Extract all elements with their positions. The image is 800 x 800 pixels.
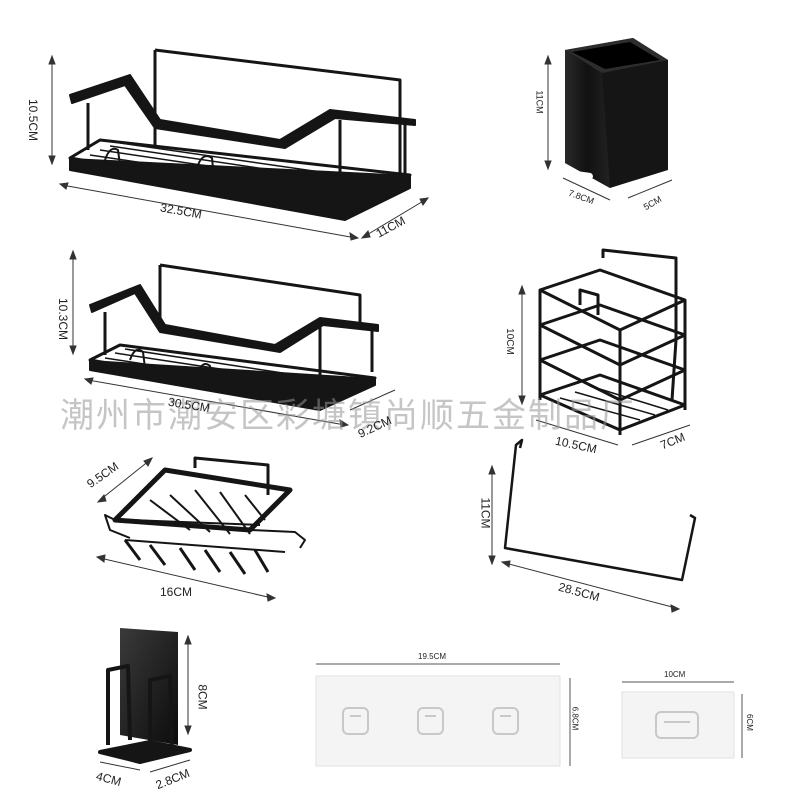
caddy-dimension-lines: [518, 284, 691, 446]
label-pad-small-height: 6CM: [744, 714, 754, 731]
pad-small-dimension-lines: [622, 681, 743, 758]
label-pad-large-width: 19.5CM: [418, 652, 447, 661]
label-caddy-height: 10CM: [503, 328, 515, 355]
holder-dimension-lines: [99, 634, 192, 773]
label-soap-length: 16CM: [160, 585, 193, 599]
soap-basket: [104, 456, 306, 575]
label-pad-small-width: 10CM: [664, 670, 686, 679]
hanging-rail: [503, 438, 697, 582]
label-medium-shelf-height: 10.3CM: [56, 297, 71, 341]
large-shelf: [68, 48, 416, 221]
label-pad-large-height: 6.8CM: [570, 706, 580, 731]
watermark-text: 潮州市潮安区彩塘镇尚顺五金制品厂: [60, 396, 636, 436]
label-cup-height: 11CM: [534, 90, 545, 114]
large-shelf-dimension-lines: [48, 54, 430, 241]
rail-dimension-lines: [488, 464, 681, 613]
wire-caddy: [538, 248, 687, 435]
medium-shelf-dimension-lines: [69, 249, 396, 428]
soap-dimension-lines: [95, 457, 277, 602]
bottle-holder: [98, 628, 192, 764]
adhesive-pad-small: [621, 691, 735, 759]
label-rail-height: 11CM: [478, 497, 493, 529]
medium-shelf: [88, 263, 379, 411]
toothbrush-cup: [565, 0, 668, 227]
pad-large-dimension-lines: [316, 663, 571, 766]
label-large-shelf-height: 10.5CM: [26, 98, 41, 142]
cup-dimension-lines: [544, 54, 673, 201]
label-holder-height: 8CM: [195, 684, 210, 710]
adhesive-pad-large: [315, 675, 561, 767]
